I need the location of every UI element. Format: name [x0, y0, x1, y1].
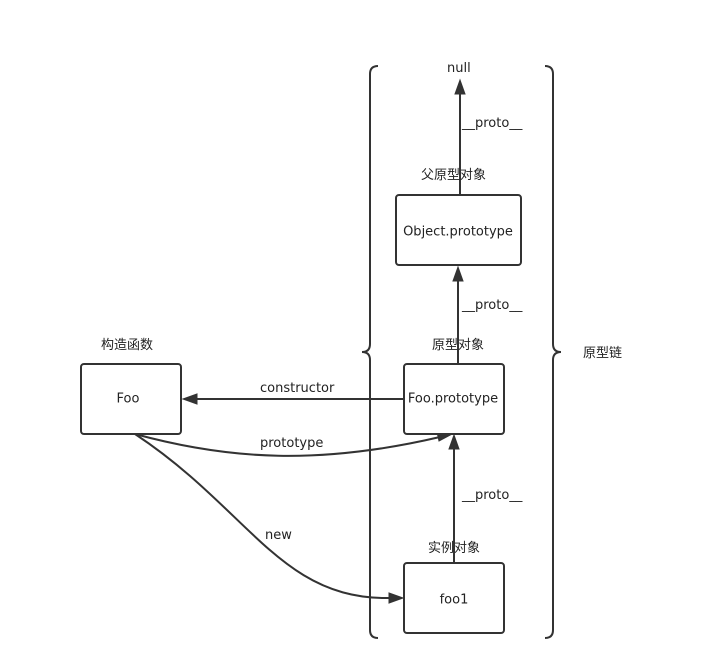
caption-instance-object: 实例对象	[428, 541, 480, 556]
node-foo-prototype: Foo.prototype	[403, 363, 505, 435]
arrowhead-constructor	[181, 393, 198, 405]
node-null-label: null	[447, 61, 471, 76]
left-brace	[361, 65, 379, 639]
node-foo: Foo	[80, 363, 182, 435]
edge-prototype	[134, 433, 441, 457]
caption-constructor-function: 构造函数	[101, 338, 153, 353]
node-foo-prototype-label: Foo.prototype	[408, 392, 498, 407]
label-new: new	[265, 528, 292, 543]
label-constructor: constructor	[260, 381, 335, 396]
node-object-prototype-label: Object.prototype	[403, 225, 513, 240]
node-foo1-label: foo1	[440, 593, 469, 608]
arrowhead-foo-prototype-to-object	[452, 265, 464, 282]
label-prototype: prototype	[260, 436, 323, 451]
label-object-proto: __proto__	[461, 116, 523, 131]
arrowhead-new	[388, 592, 405, 604]
edge-new	[134, 433, 391, 600]
caption-prototype-chain: 原型链	[583, 346, 622, 361]
right-brace	[544, 65, 562, 639]
node-object-prototype: Object.prototype	[395, 194, 522, 266]
arrowhead-object-to-null	[454, 78, 466, 95]
node-foo-label: Foo	[117, 392, 140, 407]
caption-parent-prototype-object: 父原型对象	[421, 168, 486, 183]
label-foo1-proto: __proto__	[461, 488, 523, 503]
label-foo-prototype-proto: __proto__	[461, 298, 523, 313]
caption-prototype-object: 原型对象	[432, 338, 484, 353]
arrowhead-foo1-to-foo-prototype	[448, 433, 460, 450]
node-foo1: foo1	[403, 562, 505, 634]
